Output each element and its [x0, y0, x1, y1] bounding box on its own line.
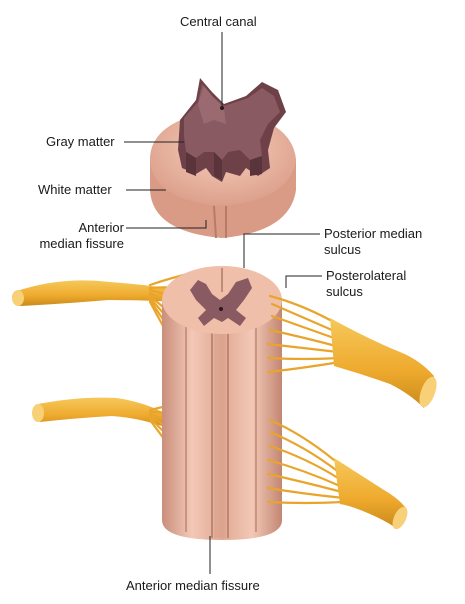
lower-left-nerve-end: [32, 404, 44, 422]
label-anterior-median-fissure-bottom: Anterior median fissure: [126, 578, 260, 593]
label-posterior-median-sulcus: Posterior median sulcus: [324, 226, 423, 257]
label-white-matter: White matter: [38, 182, 112, 197]
right-rootlets: [266, 294, 346, 505]
spinal-cord-column: [162, 266, 282, 540]
cord-top-gray-matter: [190, 278, 252, 326]
upper-right-nerve-trunk: [330, 318, 434, 408]
leader-posterolateral-sulcus: [285, 275, 322, 288]
label-posterolateral-sulcus: Posterolateral sulcus: [326, 268, 407, 299]
upper-right-nerve-end: [419, 376, 437, 408]
leader-posterior-median-sulcus: [243, 233, 320, 268]
lower-right-nerve-end: [392, 506, 408, 530]
slice-fissure-groove: [213, 205, 227, 239]
right-spinal-nerves: [266, 294, 437, 530]
cord-top-central-canal: [219, 307, 223, 311]
central-canal-dot: [220, 106, 224, 110]
cross-section-slice: [150, 78, 296, 239]
leader-lines: [124, 32, 322, 574]
label-gray-matter: Gray matter: [46, 134, 115, 149]
upper-left-nerve-end: [12, 290, 24, 306]
label-central-canal: Central canal: [180, 14, 257, 29]
lower-right-nerve-trunk: [334, 458, 406, 528]
upper-left-nerve-trunk: [12, 280, 176, 306]
gray-matter-highlight: [198, 86, 226, 124]
leader-anterior-fissure-top: [126, 220, 207, 229]
lower-left-nerve-trunk: [34, 397, 170, 428]
cord-fissure-groove: [211, 312, 229, 538]
cord-fissure-shadow: [214, 312, 226, 538]
label-anterior-median-fissure-top: Anterior median fissure: [39, 220, 124, 251]
